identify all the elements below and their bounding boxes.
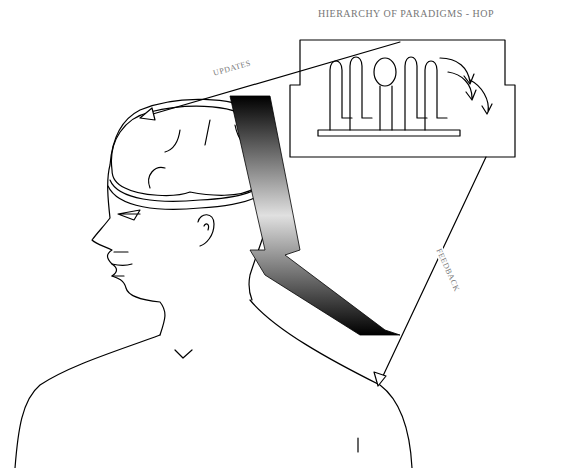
- diagram-title: HIERARCHY OF PARADIGMS - HOP: [318, 8, 494, 19]
- pointer-line: [382, 157, 486, 378]
- arrowhead: [374, 372, 386, 386]
- arrowhead: [140, 108, 155, 120]
- inset-box: [290, 40, 515, 157]
- curved-arrow: [440, 58, 474, 84]
- pointer-line: [146, 42, 400, 116]
- right-shoulder: [250, 300, 412, 468]
- face-detail: [112, 252, 132, 276]
- brain-contour: [108, 182, 274, 209]
- collarbone: [175, 350, 192, 358]
- curved-arrow: [448, 72, 476, 100]
- left-shoulder: [15, 335, 160, 468]
- line-label: FEEDBACK: [434, 245, 463, 295]
- ear: [198, 215, 214, 246]
- paradigm-columns: [318, 57, 460, 136]
- line-label: UPDATES: [210, 58, 253, 78]
- chest-mark: [357, 438, 358, 452]
- curved-arrow: [470, 80, 492, 114]
- brain-contour: [110, 175, 270, 201]
- eye: [118, 210, 140, 220]
